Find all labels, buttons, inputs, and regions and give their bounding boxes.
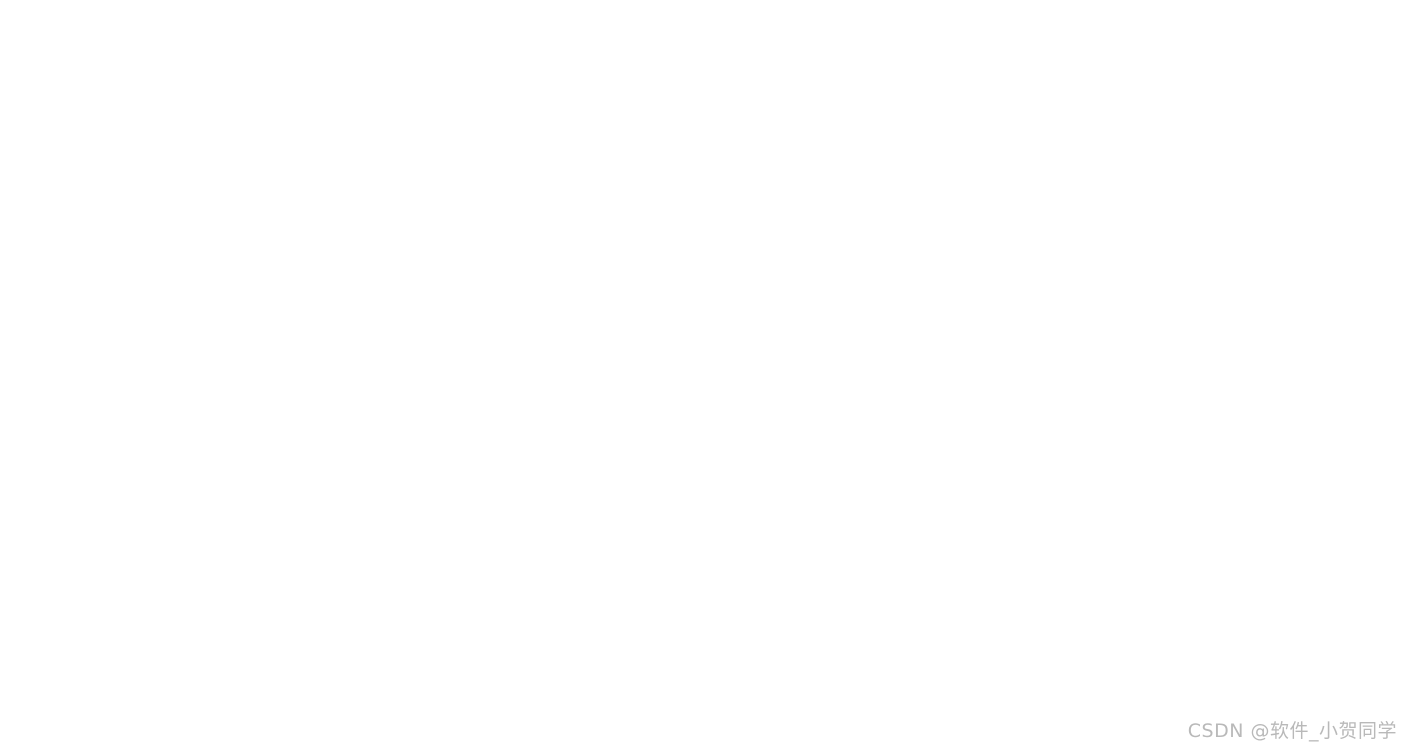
watermark-label: CSDN @软件_小贺同学 (1187, 720, 1397, 742)
